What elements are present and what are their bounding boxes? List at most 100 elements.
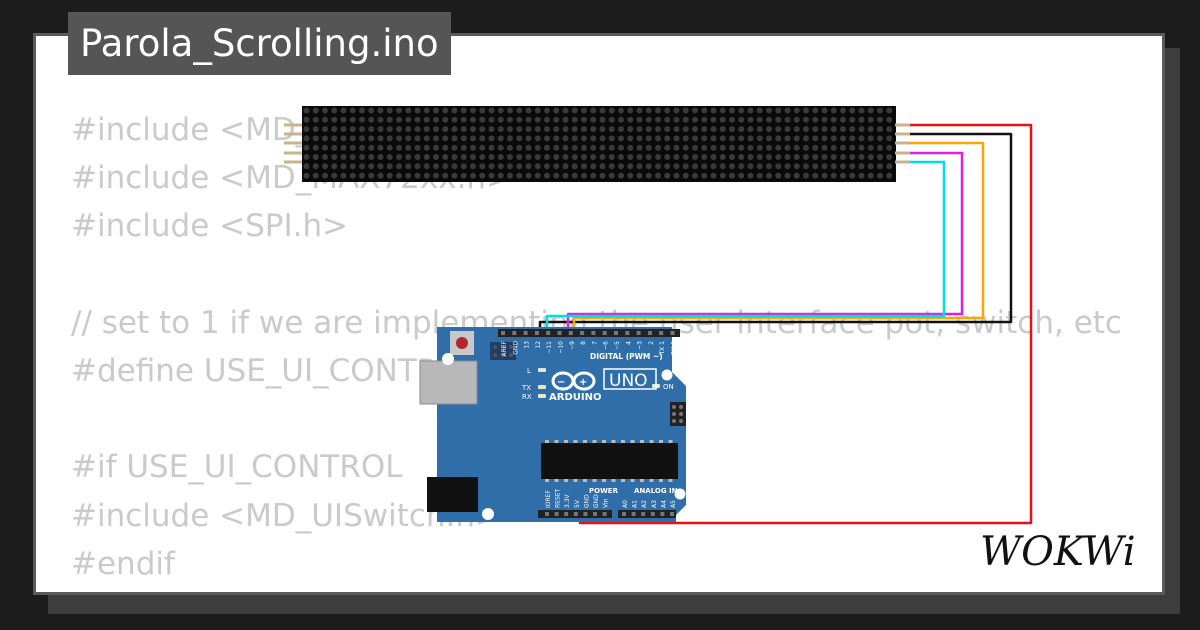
matrix-led xyxy=(479,163,486,170)
matrix-led xyxy=(766,163,772,170)
pin-label: TX 1 xyxy=(659,341,666,356)
matrix-led xyxy=(534,172,541,179)
wokwi-logo: WOKWi xyxy=(980,529,1136,574)
chip-pin xyxy=(592,479,597,482)
matrix-led xyxy=(312,116,319,123)
matrix-led xyxy=(867,154,874,160)
header-pin[interactable] xyxy=(670,331,675,335)
matrix-left-pins xyxy=(284,123,302,164)
chip-pin xyxy=(649,440,654,443)
matrix-led xyxy=(349,163,356,170)
header-pin[interactable] xyxy=(583,512,588,516)
matrix-led xyxy=(608,116,615,123)
header-pin[interactable] xyxy=(591,331,596,335)
header-pin[interactable] xyxy=(622,512,626,516)
header-pin[interactable] xyxy=(614,331,618,335)
header-pin[interactable] xyxy=(647,331,652,335)
matrix-led xyxy=(599,144,606,151)
matrix-led xyxy=(849,163,856,170)
matrix-led xyxy=(627,163,634,170)
matrix-led xyxy=(470,116,476,123)
matrix-led xyxy=(507,107,513,114)
header-pin[interactable] xyxy=(564,512,569,516)
header-pin[interactable] xyxy=(660,512,665,516)
matrix-led xyxy=(386,144,393,151)
header-pin[interactable] xyxy=(602,331,607,335)
matrix-led xyxy=(488,116,495,123)
matrix-led xyxy=(710,126,717,133)
header-pin[interactable] xyxy=(636,331,641,335)
pin-label: ~5 xyxy=(614,341,621,350)
matrix-led xyxy=(386,107,393,114)
header-pin[interactable] xyxy=(650,512,655,516)
matrix-led xyxy=(525,172,532,179)
header-pin[interactable] xyxy=(512,331,517,335)
matrix-led xyxy=(627,126,634,133)
header-pin[interactable] xyxy=(659,331,664,335)
matrix-led xyxy=(673,116,680,123)
matrix-led xyxy=(331,135,338,142)
header-pin[interactable] xyxy=(580,331,585,335)
matrix-led xyxy=(516,163,523,170)
matrix-led xyxy=(405,135,412,142)
header-pin[interactable] xyxy=(546,331,551,335)
matrix-led xyxy=(534,135,541,142)
header-pin[interactable] xyxy=(593,512,597,516)
matrix-led xyxy=(627,116,634,123)
led-matrix[interactable] xyxy=(284,106,910,182)
chip-pin xyxy=(554,479,559,482)
header-pin[interactable] xyxy=(557,331,562,335)
matrix-led xyxy=(377,144,384,151)
header-pin[interactable] xyxy=(602,512,607,516)
matrix-led xyxy=(738,126,745,133)
matrix-led xyxy=(507,172,513,179)
header-pin[interactable] xyxy=(534,331,539,335)
matrix-led xyxy=(756,116,763,123)
matrix-led xyxy=(692,163,698,170)
header-pin[interactable] xyxy=(573,512,578,516)
matrix-led xyxy=(368,135,375,142)
header-pin[interactable] xyxy=(568,331,573,335)
matrix-led xyxy=(488,172,495,179)
project-title[interactable]: Parola_Scrolling.ino xyxy=(68,12,451,75)
matrix-led xyxy=(507,163,513,170)
header-pin[interactable] xyxy=(501,331,505,335)
matrix-led xyxy=(479,135,486,142)
matrix-led xyxy=(312,172,319,179)
matrix-led xyxy=(423,107,430,114)
matrix-led xyxy=(340,144,347,151)
matrix-led xyxy=(488,126,495,133)
matrix-led xyxy=(386,126,393,133)
matrix-led xyxy=(821,144,828,151)
svg-text:+: + xyxy=(579,377,587,388)
matrix-led xyxy=(682,163,689,170)
header-pin[interactable] xyxy=(545,512,549,516)
matrix-led xyxy=(618,107,624,114)
matrix-led xyxy=(636,126,643,133)
pin-label: A5 xyxy=(670,500,677,508)
matrix-led xyxy=(608,144,615,151)
mount-hole xyxy=(674,488,686,500)
matrix-led xyxy=(858,116,865,123)
matrix-led xyxy=(488,163,495,170)
matrix-led xyxy=(627,107,634,114)
matrix-led xyxy=(442,107,449,114)
header-pin[interactable] xyxy=(641,512,646,516)
matrix-led xyxy=(655,107,661,114)
matrix-led xyxy=(386,116,393,123)
matrix-led xyxy=(821,116,828,123)
header-pin[interactable] xyxy=(523,331,528,335)
matrix-led xyxy=(525,107,532,114)
header-pin[interactable] xyxy=(554,512,559,516)
matrix-led xyxy=(655,126,661,133)
matrix-led xyxy=(442,154,449,160)
matrix-led xyxy=(423,126,430,133)
header-pin[interactable] xyxy=(670,512,674,516)
matrix-led xyxy=(423,135,430,142)
matrix-led xyxy=(451,154,458,160)
matrix-led xyxy=(793,107,800,114)
matrix-led xyxy=(303,107,310,114)
header-pin[interactable] xyxy=(631,512,636,516)
header-pin[interactable] xyxy=(625,331,630,335)
